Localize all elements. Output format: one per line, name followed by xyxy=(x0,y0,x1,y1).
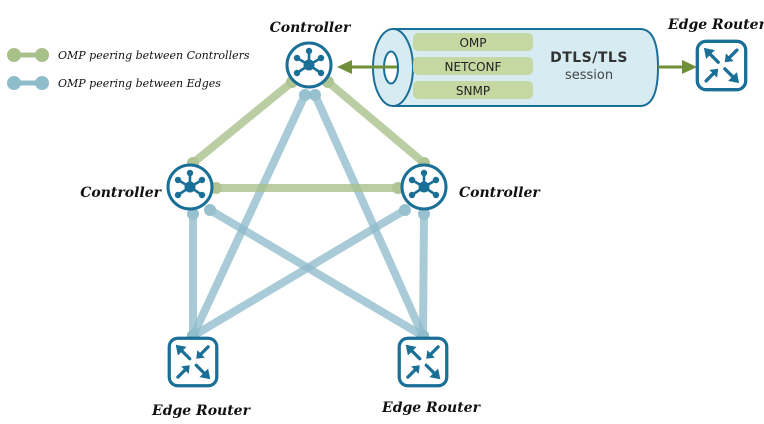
edge-router-bottom-left[interactable]: Edge Router xyxy=(151,336,252,419)
controller-top-label: Controller xyxy=(270,20,352,36)
legend-label-edges: OMP peering between Edges xyxy=(58,77,221,90)
legend-label-controllers: OMP peering between Controllers xyxy=(58,49,250,62)
edge-router-bottom-right-label: Edge Router xyxy=(381,400,482,416)
controller-left[interactable]: Controller xyxy=(80,163,214,211)
tunnel-subtitle: session xyxy=(565,68,613,83)
protocol-label-snmp: SNMP xyxy=(456,84,490,98)
controller-icon xyxy=(166,163,214,211)
arrow-to-edge-router xyxy=(658,60,697,74)
protocol-pill-netconf: NETCONF xyxy=(413,57,533,75)
controller-right[interactable]: Controller xyxy=(400,163,541,211)
link-endpoint xyxy=(299,89,311,101)
link-endpoint xyxy=(204,204,216,216)
edge-router-bottom-right[interactable]: Edge Router xyxy=(381,336,482,416)
router-icon xyxy=(167,336,219,388)
controller-left-label: Controller xyxy=(80,185,162,201)
legend-swatch-edge-link xyxy=(7,76,49,90)
edge-router-top-right[interactable]: Edge Router xyxy=(667,17,764,92)
controller-peering-link-controller-left-to-controller-right xyxy=(210,182,404,194)
dtls-tls-tunnel: OMP NETCONF SNMP DTLS/TLS session xyxy=(372,28,660,107)
edge-router-bottom-left-label: Edge Router xyxy=(151,403,252,419)
protocol-pill-snmp: SNMP xyxy=(413,81,533,99)
legend: OMP peering between Controllers OMP peer… xyxy=(7,48,250,90)
controller-right-label: Controller xyxy=(459,185,541,201)
link-endpoint xyxy=(399,204,411,216)
legend-swatch-controller-link xyxy=(7,48,49,62)
controller-icon xyxy=(400,163,448,211)
arrow-to-controller xyxy=(337,60,397,74)
legend-item-edges: OMP peering between Edges xyxy=(7,76,221,90)
tunnel-title: DTLS/TLS xyxy=(550,50,628,66)
router-icon xyxy=(397,336,449,388)
protocol-label-netconf: NETCONF xyxy=(445,60,502,74)
router-icon xyxy=(695,39,748,92)
edge-router-top-right-label: Edge Router xyxy=(667,17,764,33)
controller-icon xyxy=(285,41,333,89)
legend-item-controllers: OMP peering between Controllers xyxy=(7,48,250,62)
controller-top[interactable]: Controller xyxy=(270,20,352,89)
link-endpoint xyxy=(309,89,321,101)
protocol-label-omp: OMP xyxy=(459,36,486,50)
links-layer xyxy=(187,76,430,342)
protocol-pill-omp: OMP xyxy=(413,33,533,51)
link-endpoint xyxy=(418,208,430,220)
link-endpoint xyxy=(187,208,199,220)
